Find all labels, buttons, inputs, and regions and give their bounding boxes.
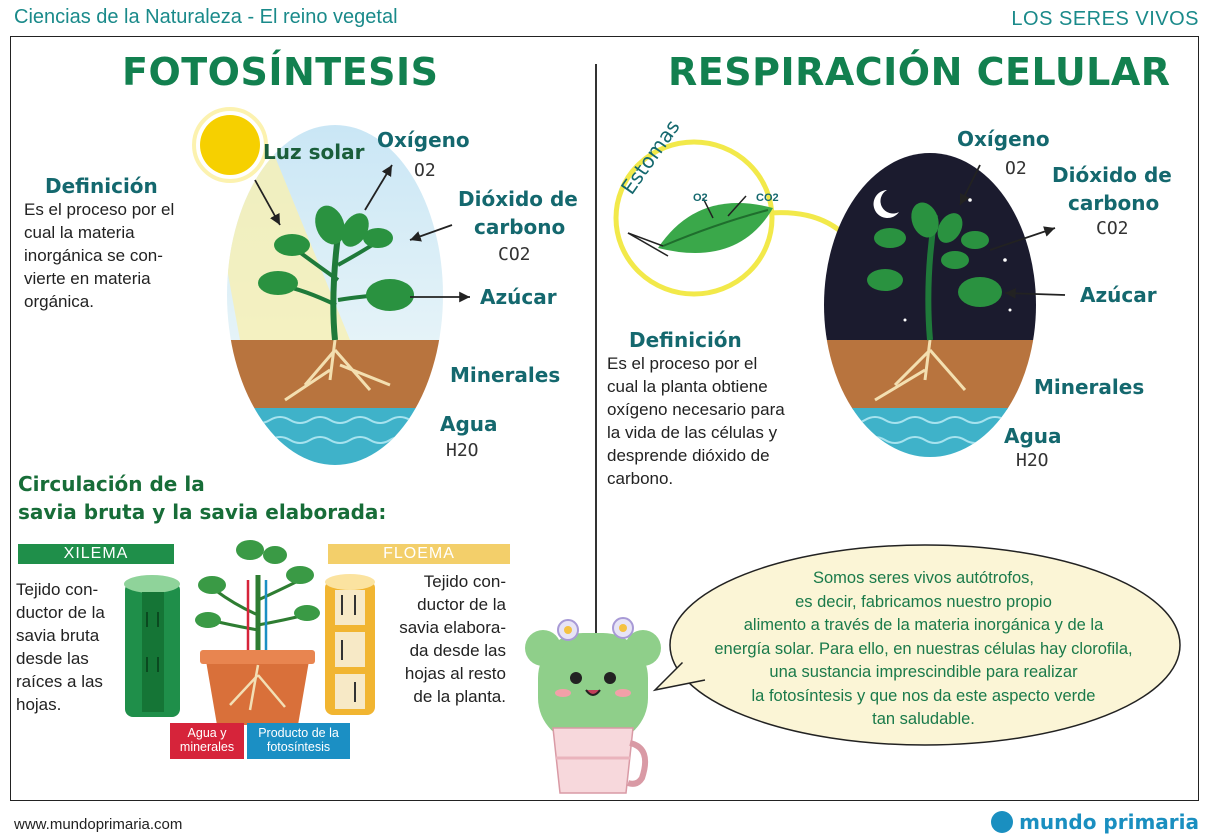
logo-text: mundo primaria bbox=[1019, 810, 1199, 834]
phloem-line: ductor de la bbox=[417, 595, 506, 614]
resp-oxygen-label: Oxígeno bbox=[957, 127, 1050, 151]
respiration-title: RESPIRACIÓN CELULAR bbox=[668, 50, 1171, 94]
phloem-text: Tejido con- ductor de la savia elabora- … bbox=[382, 570, 506, 708]
sun-label: Luz solar bbox=[263, 140, 365, 164]
tag-line: Producto de la bbox=[258, 726, 339, 740]
respiration-definition-title: Definición bbox=[629, 328, 742, 352]
content-frame bbox=[10, 36, 1199, 801]
definition-line: vierte en materia bbox=[24, 269, 151, 288]
leaf-co2-label: CO2 bbox=[756, 192, 779, 204]
speech-bubble-shape bbox=[652, 544, 1181, 746]
site-url[interactable]: www.mundoprimaria.com bbox=[14, 816, 183, 833]
xylem-line: savia bruta bbox=[16, 626, 100, 645]
co2-label-line1: Dióxido de bbox=[458, 187, 578, 211]
definition-line: desprende dióxido de bbox=[607, 446, 770, 465]
photosynthesis-definition-title: Definición bbox=[45, 174, 158, 198]
bubble-line: alimento a través de la materia inorgáni… bbox=[743, 616, 1104, 634]
photosynthesis-illustration bbox=[192, 107, 443, 465]
tag-line: Agua y bbox=[187, 726, 227, 740]
photosynthesis-definition: Es el proceso por el cual la materia ino… bbox=[24, 198, 174, 313]
sugar-label: Azúcar bbox=[480, 285, 557, 309]
xylem-line: ductor de la bbox=[16, 603, 105, 622]
resp-minerals-label: Minerales bbox=[1034, 375, 1145, 399]
respiration-illustration bbox=[824, 153, 1036, 457]
xylem-band: XILEMA bbox=[18, 544, 174, 564]
phloem-line: savia elabora- bbox=[399, 618, 506, 637]
xylem-line: desde las bbox=[16, 649, 89, 668]
resp-sugar-label: Azúcar bbox=[1080, 283, 1157, 307]
speech-bubble-text: Somos seres vivos autótrofos, es decir, … bbox=[676, 567, 1171, 732]
bubble-line: energía solar. Para ello, en nuestras cé… bbox=[714, 639, 1133, 658]
circulation-title-line: savia bruta y la savia elaborada: bbox=[18, 500, 387, 524]
topic-header: LOS SERES VIVOS bbox=[1011, 8, 1199, 30]
water-formula: H2O bbox=[446, 440, 479, 461]
xylem-line: hojas. bbox=[16, 695, 62, 714]
globe-icon bbox=[991, 811, 1014, 833]
cactus-mascot-illustration bbox=[525, 617, 661, 794]
photosynthesis-title: FOTOSÍNTESIS bbox=[122, 50, 439, 94]
respiration-definition: Es el proceso por el cual la planta obti… bbox=[607, 352, 785, 490]
definition-line: cual la materia bbox=[24, 223, 135, 242]
water-label: Agua bbox=[440, 412, 498, 436]
tag-line: minerales bbox=[179, 740, 235, 754]
co2-label-line2: carbono bbox=[474, 215, 566, 239]
photosynthesis-arrows bbox=[254, 164, 470, 303]
circulation-title: Circulación de la savia bruta y la savia… bbox=[18, 470, 386, 526]
phloem-tube-illustration bbox=[325, 574, 375, 715]
oxygen-label: Oxígeno bbox=[377, 128, 470, 152]
phloem-line: Tejido con- bbox=[423, 572, 506, 591]
minerals-label: Minerales bbox=[450, 363, 561, 387]
definition-line: oxígeno necesario para bbox=[607, 400, 785, 419]
xylem-line: raíces a las bbox=[16, 672, 103, 691]
resp-co2-label-line2: carbono bbox=[1068, 191, 1160, 215]
oxygen-formula: O2 bbox=[414, 160, 436, 181]
resp-co2-label-line1: Dióxido de bbox=[1052, 163, 1172, 187]
circulation-title-line: Circulación de la bbox=[18, 472, 205, 496]
definition-line: cual la planta obtiene bbox=[607, 377, 768, 396]
xylem-line: Tejido con- bbox=[16, 580, 99, 599]
respiration-arrows bbox=[959, 164, 1066, 299]
definition-line: la vida de las células y bbox=[607, 423, 778, 442]
product-tag: Producto de la fotosíntesis bbox=[247, 723, 350, 759]
bubble-line: Somos seres vivos autótrofos, bbox=[812, 569, 1034, 587]
stomata-leaf-illustration bbox=[613, 139, 873, 297]
tag-line: fotosíntesis bbox=[266, 740, 331, 754]
water-minerals-tag: Agua y minerales bbox=[170, 723, 244, 759]
resp-oxygen-formula: O2 bbox=[1005, 158, 1027, 179]
definition-line: carbono. bbox=[607, 469, 674, 488]
co2-formula: CO2 bbox=[498, 244, 531, 265]
definition-line: Es el proceso por el bbox=[24, 200, 175, 219]
phloem-band: FLOEMA bbox=[328, 544, 510, 564]
potted-plant-illustration bbox=[195, 540, 320, 725]
bubble-line: es decir, fabricamos nuestro propio bbox=[795, 592, 1052, 611]
definition-line: inorgánica se con- bbox=[24, 246, 163, 265]
xylem-text: Tejido con- ductor de la savia bruta des… bbox=[16, 578, 105, 716]
bubble-line: una sustancia imprescindible para realiz… bbox=[769, 663, 1078, 681]
brand-logo: mundo primaria bbox=[991, 810, 1199, 834]
subject-header: Ciencias de la Naturaleza - El reino veg… bbox=[14, 6, 398, 28]
resp-water-label: Agua bbox=[1004, 424, 1062, 448]
column-divider bbox=[595, 64, 597, 784]
leaf-o2-label: O2 bbox=[693, 192, 708, 204]
phloem-line: hojas al resto bbox=[404, 664, 506, 683]
resp-co2-formula: CO2 bbox=[1096, 218, 1129, 239]
resp-water-formula: H2O bbox=[1016, 450, 1049, 471]
definition-line: Es el proceso por el bbox=[607, 354, 758, 373]
phloem-line: da desde las bbox=[409, 641, 506, 660]
xylem-tube-illustration bbox=[124, 575, 180, 717]
bubble-line: la fotosíntesis y que nos da este aspect… bbox=[751, 686, 1096, 705]
phloem-line: de la planta. bbox=[413, 687, 506, 706]
definition-line: orgánica. bbox=[24, 292, 94, 311]
bubble-line: tan saludable. bbox=[872, 710, 975, 728]
